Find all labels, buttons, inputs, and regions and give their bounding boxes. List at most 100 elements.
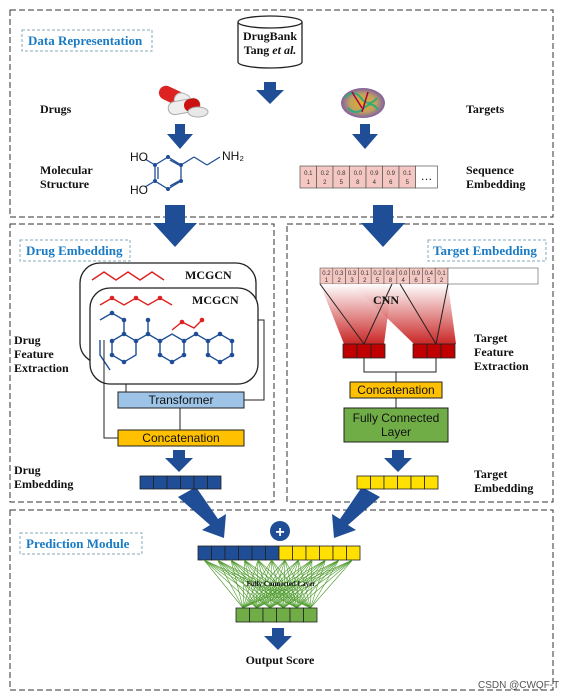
mcgcn-label-1: MCGCN (185, 268, 232, 282)
cnn-feature-map-left (342, 343, 386, 359)
target-seq-cell-index: 4 (402, 278, 406, 284)
target-concatenation-label: Concatenation (357, 383, 434, 397)
cnn-left-cell (370, 343, 386, 359)
target-embedding-panel (286, 223, 554, 503)
fc-connection (283, 559, 353, 609)
database-source: Tang et al. (244, 43, 297, 57)
target-seq-cell-value: 0.0 (399, 271, 408, 277)
cnn-feature-map-right (412, 343, 456, 359)
mcgcn-label-2: MCGCN (192, 293, 239, 307)
sequence-cell-index: 8 (356, 180, 360, 186)
concat-drug-cell (251, 545, 266, 561)
concatenated-vector (197, 545, 361, 561)
down-arrow-target-section (361, 205, 405, 247)
fc-label-2: Layer (381, 425, 411, 439)
drug-concatenation-label: Concatenation (142, 431, 219, 445)
targets-label: Targets (466, 102, 505, 116)
target-feature-label-3: Extraction (474, 359, 529, 373)
output-cell (262, 607, 277, 623)
fc-connection (242, 559, 259, 609)
fc-connection (242, 559, 313, 609)
output-vector (235, 607, 318, 623)
concat-drug-cell (238, 545, 253, 561)
target-embedding-label-2: Embedding (474, 481, 533, 495)
drug-concatenation-block (117, 429, 245, 447)
fc-label-1: Fully Connected (353, 411, 440, 425)
target-seq-cell-value: 0.3 (348, 271, 357, 277)
sequence-cell-index: 2 (323, 180, 327, 186)
concat-drug-cell (265, 545, 280, 561)
fc-connection (256, 559, 353, 609)
plus-symbol: + (275, 524, 284, 541)
down-arrow-target-embedding (384, 450, 412, 472)
target-embedding-title: Target Embedding (433, 243, 537, 258)
concat-drug-cell (211, 545, 226, 561)
target-vector-cell (410, 475, 425, 490)
target-seq-cell-value: 0.4 (425, 271, 434, 277)
target-seq-cell-value: 0.8 (386, 271, 395, 277)
target-seq-cell-index: 5 (376, 278, 380, 284)
drug-embedding-vector (139, 475, 222, 490)
drug-feature-label-2: Feature (14, 347, 54, 361)
graph-nodes (109, 310, 235, 365)
fc-connection (242, 559, 299, 609)
cnn-right-cell (440, 343, 456, 359)
sequence-ellipsis: … (421, 169, 433, 183)
target-seq-cell-value: 0.3 (335, 271, 344, 277)
drug-embedding-label-1: Drug (14, 463, 41, 477)
sequence-cell-index: 5 (340, 180, 344, 186)
drug-vector-cell (180, 475, 195, 490)
sequence-cell-value: 0.1 (403, 171, 412, 177)
target-vector-cell (397, 475, 412, 490)
arrows (153, 82, 412, 650)
fc-connection (296, 559, 353, 609)
down-arrow-db (256, 82, 284, 104)
concat-plus-icon (270, 521, 290, 541)
target-feature-label-2: Feature (474, 345, 514, 359)
concat-target-cell (278, 545, 293, 561)
output-cell (276, 607, 291, 623)
database-name: DrugBank (243, 29, 297, 43)
concat-target-cell (346, 545, 361, 561)
concat-drug-cell (197, 545, 212, 561)
molecule-structure (144, 156, 221, 190)
graph-nodes-red (109, 295, 205, 325)
drug-vector-cell (139, 475, 154, 490)
cnn-label: CNN (373, 293, 399, 307)
sequence-cell-index: 5 (406, 180, 410, 186)
down-arrow-drug-section (153, 205, 197, 247)
fc-connection (230, 559, 244, 609)
output-cell (289, 607, 304, 623)
graph-back-red (91, 271, 165, 281)
fc-connection (269, 559, 353, 609)
protein-icon (341, 88, 385, 118)
sequence-cell-value: 0.1 (304, 171, 313, 177)
cnn-right-cell (412, 343, 428, 359)
target-seq-cell-index: 2 (440, 278, 444, 284)
drug-vector-cell (166, 475, 181, 490)
molecular-structure-label-2: Structure (40, 177, 90, 191)
sequence-label: Sequence (466, 163, 515, 177)
sequence-cell-value: 0.9 (370, 171, 379, 177)
target-seq-cell-index: 2 (363, 278, 367, 284)
drug-feature-label-1: Drug (14, 333, 41, 347)
drug-embedding-label-2: Embedding (14, 477, 73, 491)
cnn-left-cell (342, 343, 358, 359)
database-icon (237, 15, 303, 69)
sequence-cell-value: 0.2 (321, 171, 330, 177)
down-arrow-target (352, 124, 378, 149)
drug-vector-cell (207, 475, 222, 490)
transformer-label: Transformer (149, 393, 214, 407)
drug-embedding-title: Drug Embedding (26, 243, 123, 258)
down-arrow-drug (167, 124, 193, 149)
concat-target-cell (319, 545, 334, 561)
fc-connection (310, 559, 353, 609)
cnn-funnel-right (352, 284, 456, 344)
target-vector-cell (383, 475, 398, 490)
data-representation-title: Data Representation (28, 33, 143, 48)
fc-connection (242, 559, 286, 609)
prediction-module-title: Prediction Module (26, 536, 130, 551)
nh2: NH₂ (222, 149, 244, 163)
target-seq-cell-index: 3 (350, 278, 354, 284)
